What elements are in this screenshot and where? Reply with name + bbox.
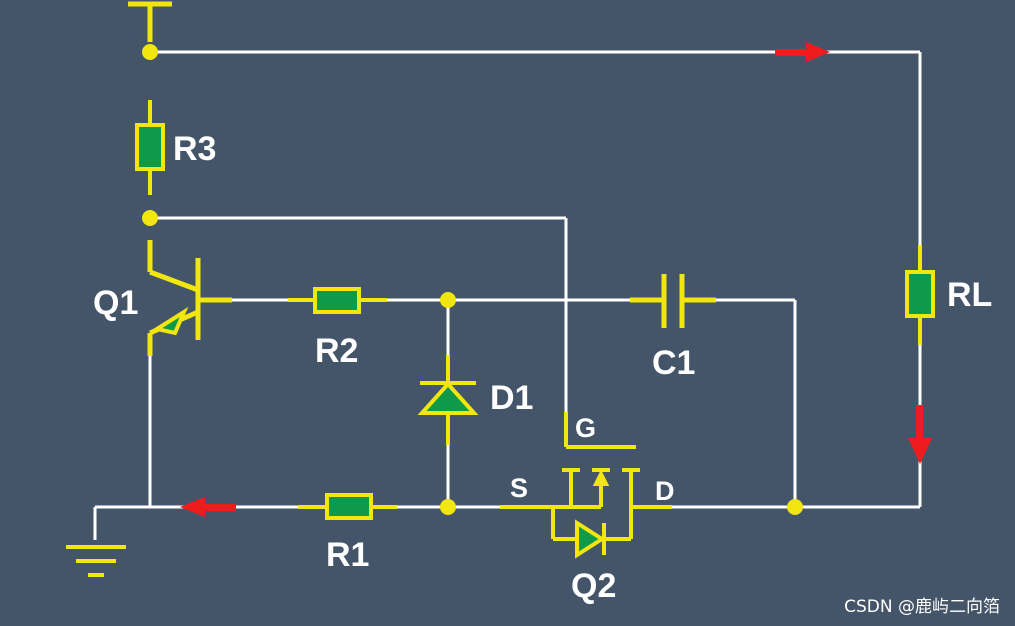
- ground-symbol: [66, 545, 126, 577]
- resistor-r3: [135, 100, 165, 195]
- junction-top: [142, 44, 158, 60]
- resistor-rl: [905, 245, 935, 345]
- wires: [93, 50, 922, 540]
- arrow-right-icon: [775, 42, 830, 62]
- diode-d1: [417, 355, 479, 445]
- label-r1: R1: [326, 536, 369, 574]
- label-c1: C1: [652, 344, 695, 382]
- label-gate: G: [575, 413, 596, 443]
- resistor-r1: [298, 493, 397, 520]
- capacitor-c1: [630, 274, 716, 328]
- label-r2: R2: [315, 332, 358, 370]
- label-r3: R3: [173, 130, 216, 168]
- junction-r2-d1: [440, 292, 456, 308]
- label-d1: D1: [490, 379, 533, 417]
- transistor-q1: [147, 240, 232, 356]
- junction-dots: [142, 44, 803, 515]
- label-drain: D: [655, 476, 675, 506]
- label-rl: RL: [947, 276, 992, 314]
- arrow-down-icon: [908, 405, 932, 464]
- resistor-r2: [288, 287, 387, 314]
- label-q2: Q2: [571, 567, 616, 605]
- label-source: S: [510, 473, 528, 503]
- label-q1: Q1: [93, 284, 138, 322]
- labels: R3 Q1 R2 D1 C1 RL R1 Q2 G S D: [93, 130, 992, 605]
- junction-c1-drain: [787, 499, 803, 515]
- watermark: CSDN @鹿屿二向箔: [844, 597, 1000, 617]
- current-arrows: [180, 42, 932, 517]
- junction-r3-q1: [142, 210, 158, 226]
- arrow-left-icon: [180, 497, 236, 517]
- junction-d1-r1: [440, 499, 456, 515]
- power-terminal: [128, 1, 172, 42]
- mosfet-q2: [500, 412, 672, 559]
